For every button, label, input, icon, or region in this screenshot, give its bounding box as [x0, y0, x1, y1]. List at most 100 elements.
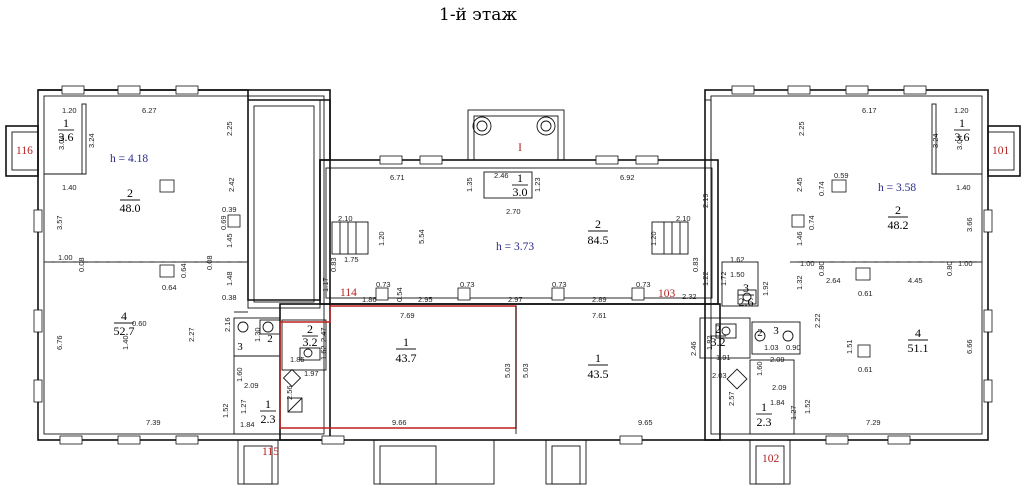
dim: 9.65	[638, 418, 653, 427]
dim: 1.40	[956, 183, 971, 192]
dim: 1.60	[235, 367, 244, 382]
room-left-2-num: 2	[127, 186, 133, 200]
center-stairs	[331, 221, 689, 255]
dim: 0.73	[460, 280, 475, 289]
dim: 1.84	[240, 420, 255, 429]
room-mid-1-num: 1	[403, 335, 409, 349]
dim: 0.83	[691, 257, 700, 272]
right-pillar	[704, 99, 712, 161]
boiler-icon	[287, 397, 303, 413]
dim: 1.84	[770, 398, 785, 407]
dim: 2.22	[813, 313, 822, 328]
dim: 0.74	[817, 181, 826, 196]
dim: 9.66	[392, 418, 407, 427]
room-left-wc-num: 2	[267, 333, 273, 345]
dim: 1.20	[649, 231, 658, 246]
dim: 1.35	[465, 177, 474, 192]
dim: 1.50	[730, 270, 745, 279]
room-right-3-area: 2.6	[739, 295, 754, 309]
room-right-1s-num: 1	[761, 400, 767, 414]
dim: 6.66	[965, 339, 974, 354]
dim: 1.45	[225, 233, 234, 248]
room-right-2w-num: 2	[757, 327, 763, 339]
dim: 1.20	[62, 106, 77, 115]
dim: 0.54	[395, 287, 404, 302]
room-center-2-num: 2	[595, 217, 601, 231]
dim: 1.51	[845, 339, 854, 354]
premise-116: 116	[16, 145, 33, 157]
floor-title: 1-й этаж	[439, 5, 517, 25]
dim: 3.04	[955, 135, 964, 150]
dim: 1.17	[321, 277, 330, 292]
dim: 1.30	[253, 327, 262, 342]
dim: 7.61	[592, 311, 607, 320]
room-right-4-num: 4	[915, 326, 921, 340]
porch-bottom-a	[373, 439, 495, 485]
room-left-1-area: 3.6	[59, 130, 74, 144]
left-wing-inner-wall	[43, 95, 325, 435]
dim: 3.24	[931, 133, 940, 148]
dim: 1.85	[290, 355, 305, 364]
vestibule	[483, 171, 533, 199]
dim: 2.42	[227, 177, 236, 192]
dim: 2.45	[795, 177, 804, 192]
dim: 2.10	[676, 214, 691, 223]
dim: 0.80	[817, 261, 826, 276]
height-left: h = 4.18	[110, 153, 148, 165]
dim: 2.25	[797, 121, 806, 136]
room-right-1-area: 3.6	[955, 130, 970, 144]
room-left-3-num: 3	[237, 341, 243, 353]
dim: 5.03	[521, 363, 530, 378]
dim: 1.72	[719, 271, 728, 286]
dim: 7.29	[866, 418, 881, 427]
dim: 1.32	[795, 275, 804, 290]
dim: 2.25	[225, 121, 234, 136]
dim: 7.69	[400, 311, 415, 320]
dim: 0.64	[162, 283, 177, 292]
dim: 6.27	[142, 106, 157, 115]
room-right-2s-area: 3.2	[711, 335, 726, 349]
dim: 0.38	[222, 293, 237, 302]
dim: 1.23	[533, 177, 542, 192]
room-right-3s-num: 3	[773, 325, 779, 337]
room-right-3-num: 3	[743, 281, 749, 295]
dim: 2.27	[187, 327, 196, 342]
dim: 1.00	[958, 259, 973, 268]
room-right-2-area: 48.2	[888, 218, 909, 232]
dim: 0.83	[329, 257, 338, 272]
dim: 2.95	[418, 295, 433, 304]
dim: 6.17	[862, 106, 877, 115]
dim: 0.74	[807, 215, 816, 230]
dim: 0.08	[205, 255, 214, 270]
dim: 2.89	[592, 295, 607, 304]
room-left-4-num: 4	[121, 309, 127, 323]
room-labels: 1 3.6 2 48.0 4 52.7 3 2 2 3.2 1 2.3 1 43…	[58, 116, 970, 429]
entrance-porch	[467, 109, 565, 199]
dim: 1.46	[795, 231, 804, 246]
dim: 1.40	[62, 183, 77, 192]
dim: 2.16	[223, 317, 232, 332]
dim: 6.92	[620, 173, 635, 182]
dim: 0.61	[858, 365, 873, 374]
dim: 2.97	[508, 295, 523, 304]
room-center-1-num: 1	[517, 171, 523, 185]
dim: 1.48	[225, 271, 234, 286]
dim: 1.86	[362, 295, 377, 304]
dim: 2.03	[712, 371, 727, 380]
dim: 1.40	[121, 335, 130, 350]
dim: 1.00	[800, 259, 815, 268]
left-diamond-icon	[282, 368, 302, 388]
left-stair-shaft-inner	[253, 105, 315, 303]
room-left-1s-area: 2.3	[261, 412, 276, 426]
room-right-2s-num: 2	[715, 322, 721, 336]
dim: 0.39	[222, 205, 237, 214]
room-center-1-area: 3.0	[513, 185, 528, 199]
room-mid-1b-num: 1	[595, 351, 601, 365]
left-wc-room	[281, 319, 327, 371]
dimension-labels: 1.20 6.27 1.40 0.39 1.00 0.64 0.38 0.60 …	[55, 106, 974, 429]
dim: 3.66	[965, 217, 974, 232]
room-left-4-area: 52.7	[114, 324, 135, 338]
premise-114-outline	[279, 305, 517, 429]
dim: 2.19	[701, 193, 710, 208]
